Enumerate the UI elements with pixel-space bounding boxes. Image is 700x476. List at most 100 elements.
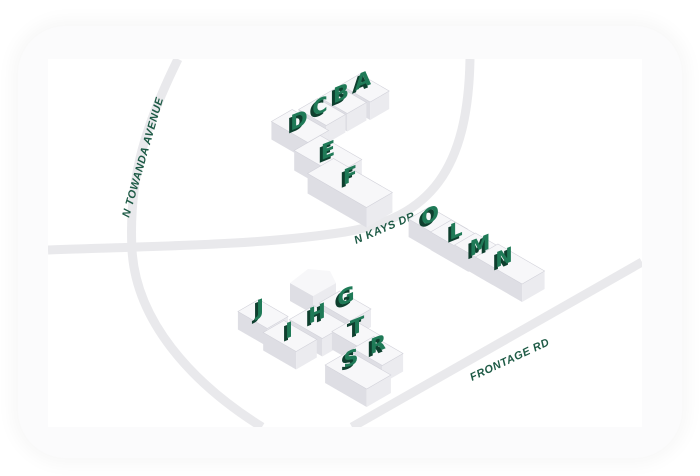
- building-roof: [237, 299, 289, 329]
- building-outline: [237, 299, 289, 329]
- building-roof: [289, 305, 347, 339]
- building-letter-shadow: D: [287, 109, 304, 140]
- building-letter: I: [285, 318, 293, 345]
- building-letter-shadow: I: [282, 321, 290, 348]
- building-letter-shadow: S: [340, 347, 355, 377]
- building-outline: [352, 336, 404, 366]
- building-letter: S: [343, 344, 358, 374]
- building-label-d[interactable]: DD: [287, 106, 307, 140]
- n-kays-dr-road: [48, 59, 475, 255]
- building-letter-shadow: F: [340, 164, 354, 194]
- building-outline: [307, 158, 393, 208]
- building-roof: [319, 291, 371, 321]
- building-outline: [474, 243, 546, 285]
- building-letter-shadow: L: [446, 220, 459, 249]
- building-letter-shadow: C: [309, 95, 324, 125]
- building-label-g[interactable]: GG: [334, 282, 354, 316]
- building-side: [347, 102, 367, 132]
- building-side: [370, 91, 390, 120]
- building-label-l[interactable]: LL: [446, 216, 462, 249]
- building-outline: [318, 290, 372, 322]
- frontage-rd-road: [349, 258, 642, 427]
- building-label-o[interactable]: OO: [418, 201, 439, 235]
- building-letter-shadow: B: [330, 82, 346, 113]
- building-letter-shadow: M: [467, 233, 488, 265]
- building-n[interactable]: [474, 243, 546, 302]
- building-letter-shadow: A: [352, 69, 368, 100]
- building-letter: B: [333, 79, 349, 110]
- building-label-j[interactable]: JJ: [251, 295, 264, 326]
- building-side: [296, 339, 317, 370]
- building-outline: [324, 350, 392, 390]
- building-letter-shadow: T: [347, 315, 361, 345]
- building-roof: [298, 98, 346, 126]
- building-label-f[interactable]: FF: [340, 161, 357, 194]
- buildings-layer: [237, 73, 546, 407]
- building-outline: [297, 98, 347, 126]
- building-roof: [319, 86, 367, 114]
- building-label-i[interactable]: II: [282, 318, 293, 348]
- building-letter-shadow: G: [334, 285, 351, 316]
- building-letter: F: [343, 161, 357, 191]
- building-letter: J: [254, 295, 264, 323]
- building-label-r[interactable]: RR: [367, 330, 386, 364]
- building-outline: [270, 109, 330, 143]
- n-towanda-avenue-label: N TOWANDA AVENUE: [120, 96, 166, 219]
- building-letter: E: [321, 136, 335, 166]
- building-side: [325, 365, 367, 407]
- building-letter: H: [308, 299, 326, 330]
- building-side: [475, 257, 523, 302]
- building-roof: [352, 336, 404, 366]
- building-label-b[interactable]: BB: [330, 79, 349, 113]
- frontage-rd-label: FRONTAGE RD: [468, 336, 551, 383]
- building-label-a[interactable]: AA: [352, 66, 371, 100]
- building-label-m[interactable]: MM: [467, 230, 491, 266]
- building-roof: [325, 351, 391, 389]
- building-letter-shadow: O: [418, 204, 436, 235]
- building-label-e[interactable]: EE: [318, 136, 335, 169]
- building-side: [366, 192, 393, 228]
- building-outline: [331, 319, 383, 349]
- building-f[interactable]: [307, 158, 393, 228]
- building-letter: T: [350, 312, 364, 342]
- building-h-annex: [290, 269, 336, 314]
- building-letter: A: [355, 66, 371, 97]
- building-letter-shadow: N: [492, 246, 510, 277]
- building-outline: [262, 320, 318, 352]
- building-outline: [318, 86, 368, 114]
- building-roof: [290, 269, 336, 296]
- building-letter: L: [449, 216, 462, 245]
- building-roof: [263, 320, 317, 352]
- building-i[interactable]: [262, 320, 318, 370]
- building-letter: R: [370, 330, 386, 361]
- building-letter: M: [470, 230, 491, 262]
- building-letter-shadow: J: [251, 298, 261, 326]
- building-roof: [307, 158, 393, 208]
- building-roof: [271, 109, 329, 143]
- building-letter: D: [290, 106, 307, 137]
- building-roof: [340, 74, 390, 102]
- building-side: [307, 173, 367, 228]
- building-letter: N: [495, 243, 513, 274]
- building-label-s[interactable]: SS: [340, 344, 358, 377]
- building-label-c[interactable]: CC: [309, 92, 327, 125]
- building-letter: C: [312, 92, 327, 122]
- building-side: [366, 375, 391, 407]
- building-side: [290, 283, 313, 314]
- building-side: [263, 332, 297, 370]
- building-label-n[interactable]: NN: [492, 243, 513, 277]
- building-label-t[interactable]: TT: [347, 312, 364, 345]
- building-label-h[interactable]: HH: [305, 299, 326, 333]
- building-side: [522, 271, 545, 302]
- building-s[interactable]: [324, 350, 392, 407]
- building-letter-shadow: E: [318, 139, 332, 169]
- building-outline: [340, 73, 390, 103]
- building-letter-shadow: H: [305, 302, 323, 333]
- building-side: [313, 283, 336, 314]
- building-letter: G: [337, 282, 354, 313]
- building-roof: [475, 244, 545, 284]
- building-side: [326, 114, 346, 144]
- building-side: [237, 311, 268, 347]
